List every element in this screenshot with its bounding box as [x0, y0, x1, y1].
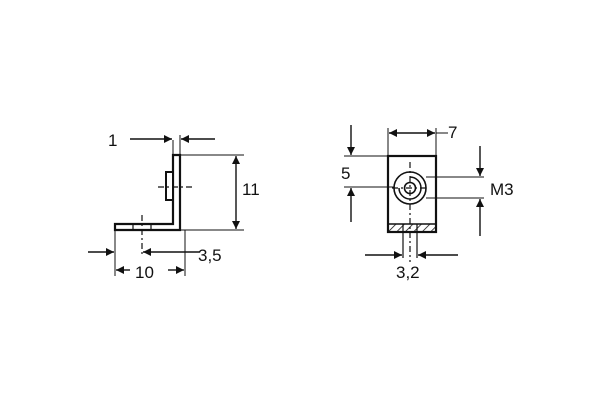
threaded-boss	[165, 171, 174, 201]
plate-outline	[386, 154, 438, 234]
dimension-hole-height-label: 5	[341, 164, 351, 183]
dimension-height-label: 11	[242, 180, 260, 199]
side-view	[88, 135, 244, 276]
front-view	[344, 125, 484, 262]
dimension-thread-label: M3	[490, 180, 514, 199]
dimension-thickness-label: 1	[108, 131, 118, 150]
hatched-base	[389, 224, 435, 231]
dimension-slot-width-label: 3,2	[396, 263, 420, 282]
thread-arc	[398, 176, 422, 200]
dimension-hole-offset-label: 3,5	[198, 246, 222, 265]
dimension-base-length-label: 10	[135, 263, 154, 282]
dimension-width-label: 7	[448, 123, 458, 142]
